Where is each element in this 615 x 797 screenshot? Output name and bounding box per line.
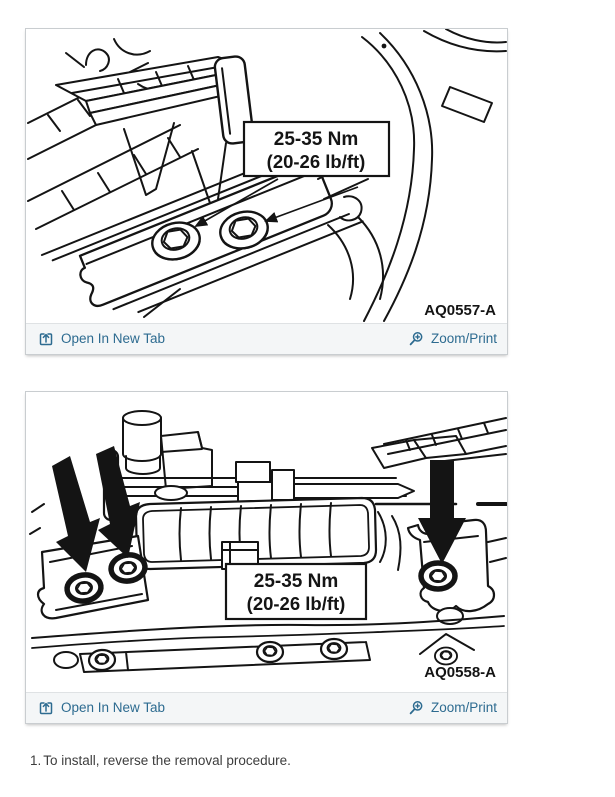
torque-value-nm: 25-35 Nm (254, 571, 339, 592)
zoom-print-label: Zoom/Print (430, 700, 497, 716)
magnifier-plus-icon (409, 701, 423, 715)
torque-value-lbft: (20-26 lb/ft) (267, 151, 366, 172)
open-in-new-tab-label: Open In New Tab (61, 331, 166, 347)
step-text: To install, reverse the removal procedur… (43, 753, 291, 768)
open-in-new-tab-icon (39, 333, 53, 346)
open-in-new-tab-icon (39, 702, 53, 715)
figure-panel-2: 25-35 Nm (20-26 lb/ft) AQ0558-A Open In … (25, 391, 508, 724)
black-callout-arrows (52, 446, 466, 572)
torque-spec-label: 25-35 Nm (20-26 lb/ft) (224, 562, 368, 621)
procedure-step: 1.To install, reverse the removal proced… (30, 753, 293, 768)
zoom-print-link[interactable]: Zoom/Print (408, 700, 497, 716)
line-art-body (27, 29, 507, 322)
bolt-callout-arrows (194, 178, 359, 227)
technical-diagram-jack-mount-bolts: 25-35 Nm (20-26 lb/ft) AQ0558-A (26, 392, 507, 692)
open-in-new-tab-label: Open In New Tab (61, 700, 166, 716)
figure-toolbar: Open In New Tab Zoom/Print (26, 323, 507, 354)
line-art-body (29, 410, 507, 673)
torque-value-nm: 25-35 Nm (274, 129, 359, 150)
figure-id-label: AQ0558-A (424, 664, 496, 681)
zoom-print-label: Zoom/Print (430, 331, 497, 347)
step-number: 1. (30, 753, 42, 768)
open-in-new-tab-link[interactable]: Open In New Tab (38, 331, 165, 347)
figure-toolbar: Open In New Tab Zoom/Print (26, 692, 507, 723)
mounting-bolts (53, 553, 458, 672)
torque-spec-label: 25-35 Nm (20-26 lb/ft) (242, 120, 391, 178)
torque-value-lbft: (20-26 lb/ft) (247, 593, 346, 614)
magnifier-plus-icon (409, 332, 423, 346)
zoom-print-link[interactable]: Zoom/Print (408, 331, 497, 347)
figure-id-label: AQ0557-A (424, 302, 496, 319)
technical-diagram-roof-rack-bolts: 25-35 Nm (20-26 lb/ft) AQ0557-A (26, 29, 507, 323)
figure-panel-1: 25-35 Nm (20-26 lb/ft) AQ0557-A Open In … (25, 28, 508, 355)
open-in-new-tab-link[interactable]: Open In New Tab (38, 700, 165, 716)
